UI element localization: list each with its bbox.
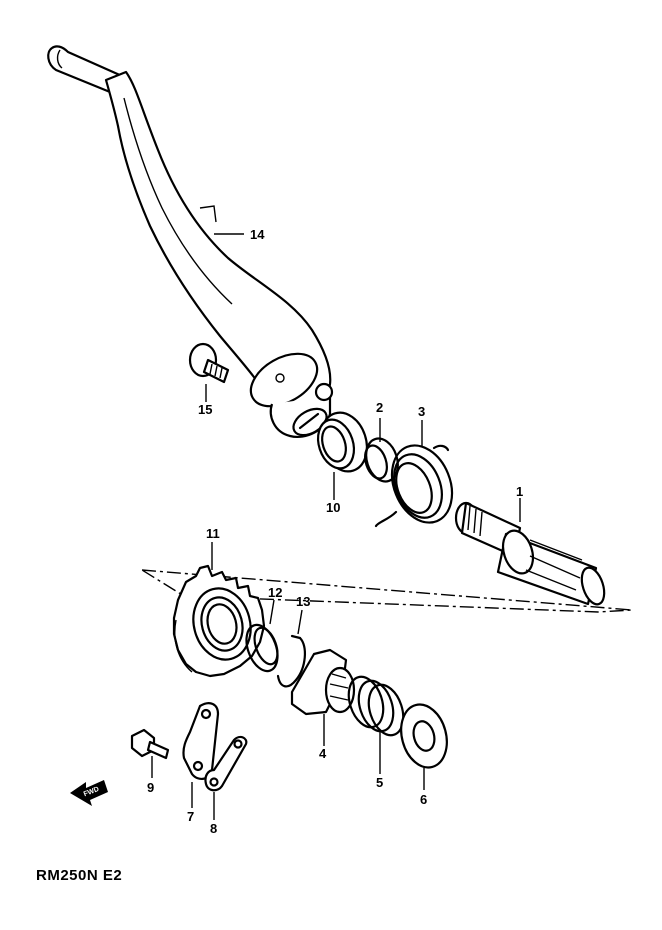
spring-part-3[interactable] (374, 436, 463, 531)
forward-arrow-icon: FWD (70, 780, 108, 806)
spring-part-5[interactable] (343, 672, 410, 739)
callout-4: 4 (319, 746, 327, 761)
model-label: RM250N E2 (36, 867, 122, 884)
starter-gear-part-11[interactable] (172, 564, 266, 678)
bushing-part-2[interactable] (361, 434, 403, 485)
callout-1: 1 (516, 484, 523, 499)
callout-2: 2 (376, 400, 383, 415)
leader-lines (151, 233, 521, 820)
callout-15: 15 (198, 402, 212, 417)
circlip-part-13[interactable] (276, 634, 306, 688)
starter-shaft-part-1[interactable] (454, 501, 608, 607)
plate-part-8[interactable] (204, 735, 248, 792)
callout-3: 3 (418, 404, 425, 419)
bolt-part-15[interactable] (188, 342, 230, 384)
kick-lever-part-14[interactable] (47, 45, 334, 440)
washer-part-6[interactable] (394, 699, 453, 772)
shaft-center-guide (141, 569, 633, 613)
callout-12: 12 (268, 585, 282, 600)
callout-labels: 14 15 2 3 1 10 11 12 13 4 5 6 9 7 8 (147, 227, 523, 836)
callout-7: 7 (187, 809, 194, 824)
plate-part-7[interactable] (182, 702, 220, 780)
callout-8: 8 (210, 821, 217, 836)
bolt-part-9[interactable] (130, 728, 170, 760)
ring-part-10[interactable] (312, 407, 374, 478)
callout-13: 13 (296, 594, 310, 609)
callout-10: 10 (326, 500, 340, 515)
callout-11: 11 (206, 526, 220, 541)
callout-14: 14 (250, 227, 265, 242)
callout-5: 5 (376, 775, 383, 790)
callout-9: 9 (147, 780, 154, 795)
washer-part-12[interactable] (241, 621, 284, 676)
guide-part-4[interactable] (290, 648, 356, 716)
callout-6: 6 (420, 792, 427, 807)
